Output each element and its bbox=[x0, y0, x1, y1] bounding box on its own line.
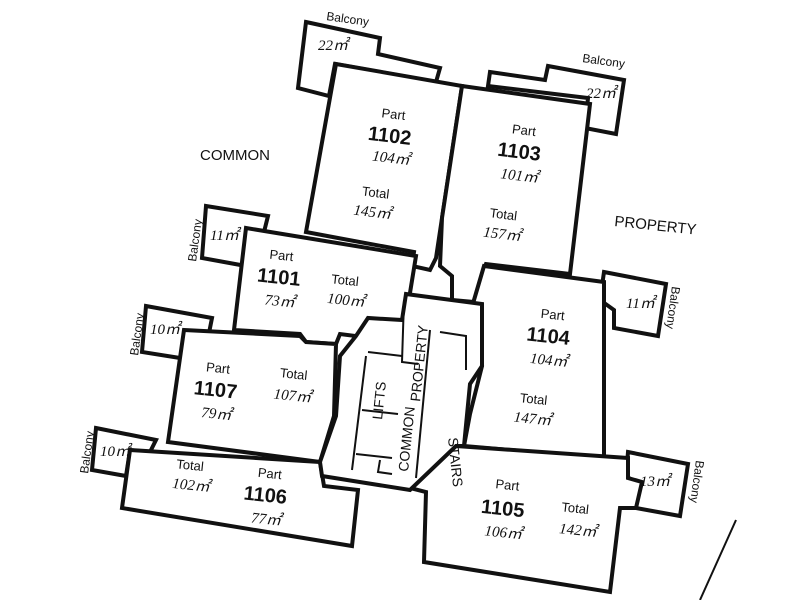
unit-1105-part-label: Part bbox=[495, 476, 521, 493]
common-core-outline bbox=[317, 291, 484, 493]
unit-1104-labels: Part 1104 104㎡ Total 147㎡ bbox=[513, 306, 572, 430]
unit-1107-outline bbox=[165, 327, 339, 465]
lift-divider bbox=[351, 355, 367, 471]
unit-1103-number: 1103 bbox=[496, 139, 542, 166]
unit-1105-labels: Part 1105 106㎡ Total 142㎡ bbox=[480, 476, 601, 543]
unit-1107-number: 1107 bbox=[193, 377, 238, 403]
unit-1107-total-area: 107㎡ bbox=[273, 385, 315, 407]
balcony-1101-label: Balcony bbox=[185, 218, 205, 262]
unit-1101-total-label: Total bbox=[331, 271, 360, 289]
balcony-1107-area: 10㎡ bbox=[150, 320, 183, 338]
unit-1104-total-label: Total bbox=[519, 390, 548, 408]
core-line-1 bbox=[367, 351, 403, 357]
common-label: COMMON bbox=[200, 147, 270, 164]
unit-1104-part-label: Part bbox=[540, 306, 566, 323]
unit-1106-part-area: 77㎡ bbox=[250, 508, 285, 529]
unit-1105-total-area: 142㎡ bbox=[558, 519, 600, 541]
balcony-1104-label: Balcony bbox=[663, 286, 683, 330]
unit-1102-labels: Part 1102 104㎡ Total 145㎡ bbox=[353, 105, 414, 224]
unit-1102-number: 1102 bbox=[367, 123, 413, 150]
unit-1105-total-label: Total bbox=[561, 499, 590, 517]
unit-1107-part-label: Part bbox=[205, 359, 231, 376]
balcony-1102-area: 22㎡ bbox=[318, 36, 351, 54]
unit-1107-total-label: Total bbox=[279, 365, 308, 383]
unit-1106-total-label: Total bbox=[176, 456, 205, 474]
unit-1102-outline bbox=[303, 61, 465, 273]
unit-1101-part-label: Part bbox=[269, 247, 295, 264]
unit-1102-part-area: 104㎡ bbox=[371, 147, 413, 170]
core-line-3 bbox=[355, 453, 393, 459]
balcony-1105-area: 13㎡ bbox=[640, 472, 673, 490]
unit-1104-number: 1104 bbox=[525, 324, 571, 351]
balcony-1103-label: Balcony bbox=[582, 51, 626, 71]
balcony-1102-label: Balcony bbox=[326, 9, 370, 29]
unit-1106-labels: Total 102㎡ Part 1106 77㎡ bbox=[171, 456, 288, 529]
unit-1106-number: 1106 bbox=[243, 483, 288, 509]
unit-1101-labels: Part 1101 73㎡ Total 100㎡ bbox=[256, 247, 368, 312]
unit-1102-total-label: Total bbox=[361, 183, 390, 201]
balcony-1104-area: 11㎡ bbox=[626, 294, 658, 312]
unit-1101-number: 1101 bbox=[256, 265, 301, 291]
unit-1105-number: 1105 bbox=[480, 496, 525, 522]
lifts-label: LIFTS bbox=[369, 381, 389, 421]
balcony-1101-area: 11㎡ bbox=[210, 226, 242, 244]
unit-1103-labels: Part 1103 101㎡ Total 157㎡ bbox=[482, 121, 542, 246]
unit-1101-part-area: 73㎡ bbox=[264, 290, 299, 311]
unit-1103-total-area: 157㎡ bbox=[482, 223, 524, 246]
unit-1103-part-area: 101㎡ bbox=[500, 164, 542, 187]
unit-1103-part-label: Part bbox=[511, 121, 537, 139]
stair-divider bbox=[415, 329, 431, 479]
balcony-1103-area: 22㎡ bbox=[586, 84, 619, 102]
core-step-3 bbox=[376, 459, 393, 475]
site-boundary-line bbox=[699, 519, 737, 600]
unit-1107-labels: Part 1107 79㎡ Total 107㎡ bbox=[193, 359, 315, 424]
unit-1104-total-area: 147㎡ bbox=[513, 408, 555, 430]
unit-1103-total-label: Total bbox=[489, 205, 518, 223]
unit-1106-total-area: 102㎡ bbox=[171, 474, 213, 496]
core-common-label: COMMON bbox=[395, 406, 418, 473]
unit-1102-total-area: 145㎡ bbox=[353, 201, 395, 224]
unit-1107-part-area: 79㎡ bbox=[200, 403, 235, 424]
unit-1105-outline bbox=[405, 443, 645, 595]
balcony-1105-label: Balcony bbox=[687, 460, 707, 504]
balcony-1107-label: Balcony bbox=[127, 312, 147, 356]
core-line-2 bbox=[361, 409, 399, 415]
core-step-2 bbox=[439, 331, 467, 370]
balcony-1106-area: 10㎡ bbox=[100, 442, 133, 460]
unit-1104-part-area: 104㎡ bbox=[529, 349, 571, 371]
balcony-1106-label: Balcony bbox=[77, 430, 97, 474]
unit-1101-total-area: 100㎡ bbox=[326, 289, 368, 311]
unit-1102-part-label: Part bbox=[381, 105, 407, 123]
unit-1105-part-area: 106㎡ bbox=[484, 521, 526, 543]
core-step-1 bbox=[400, 299, 419, 365]
unit-1106-part-label: Part bbox=[257, 465, 283, 482]
property-label: PROPERTY bbox=[614, 213, 698, 239]
stairs-label: STAIRS bbox=[445, 437, 466, 488]
